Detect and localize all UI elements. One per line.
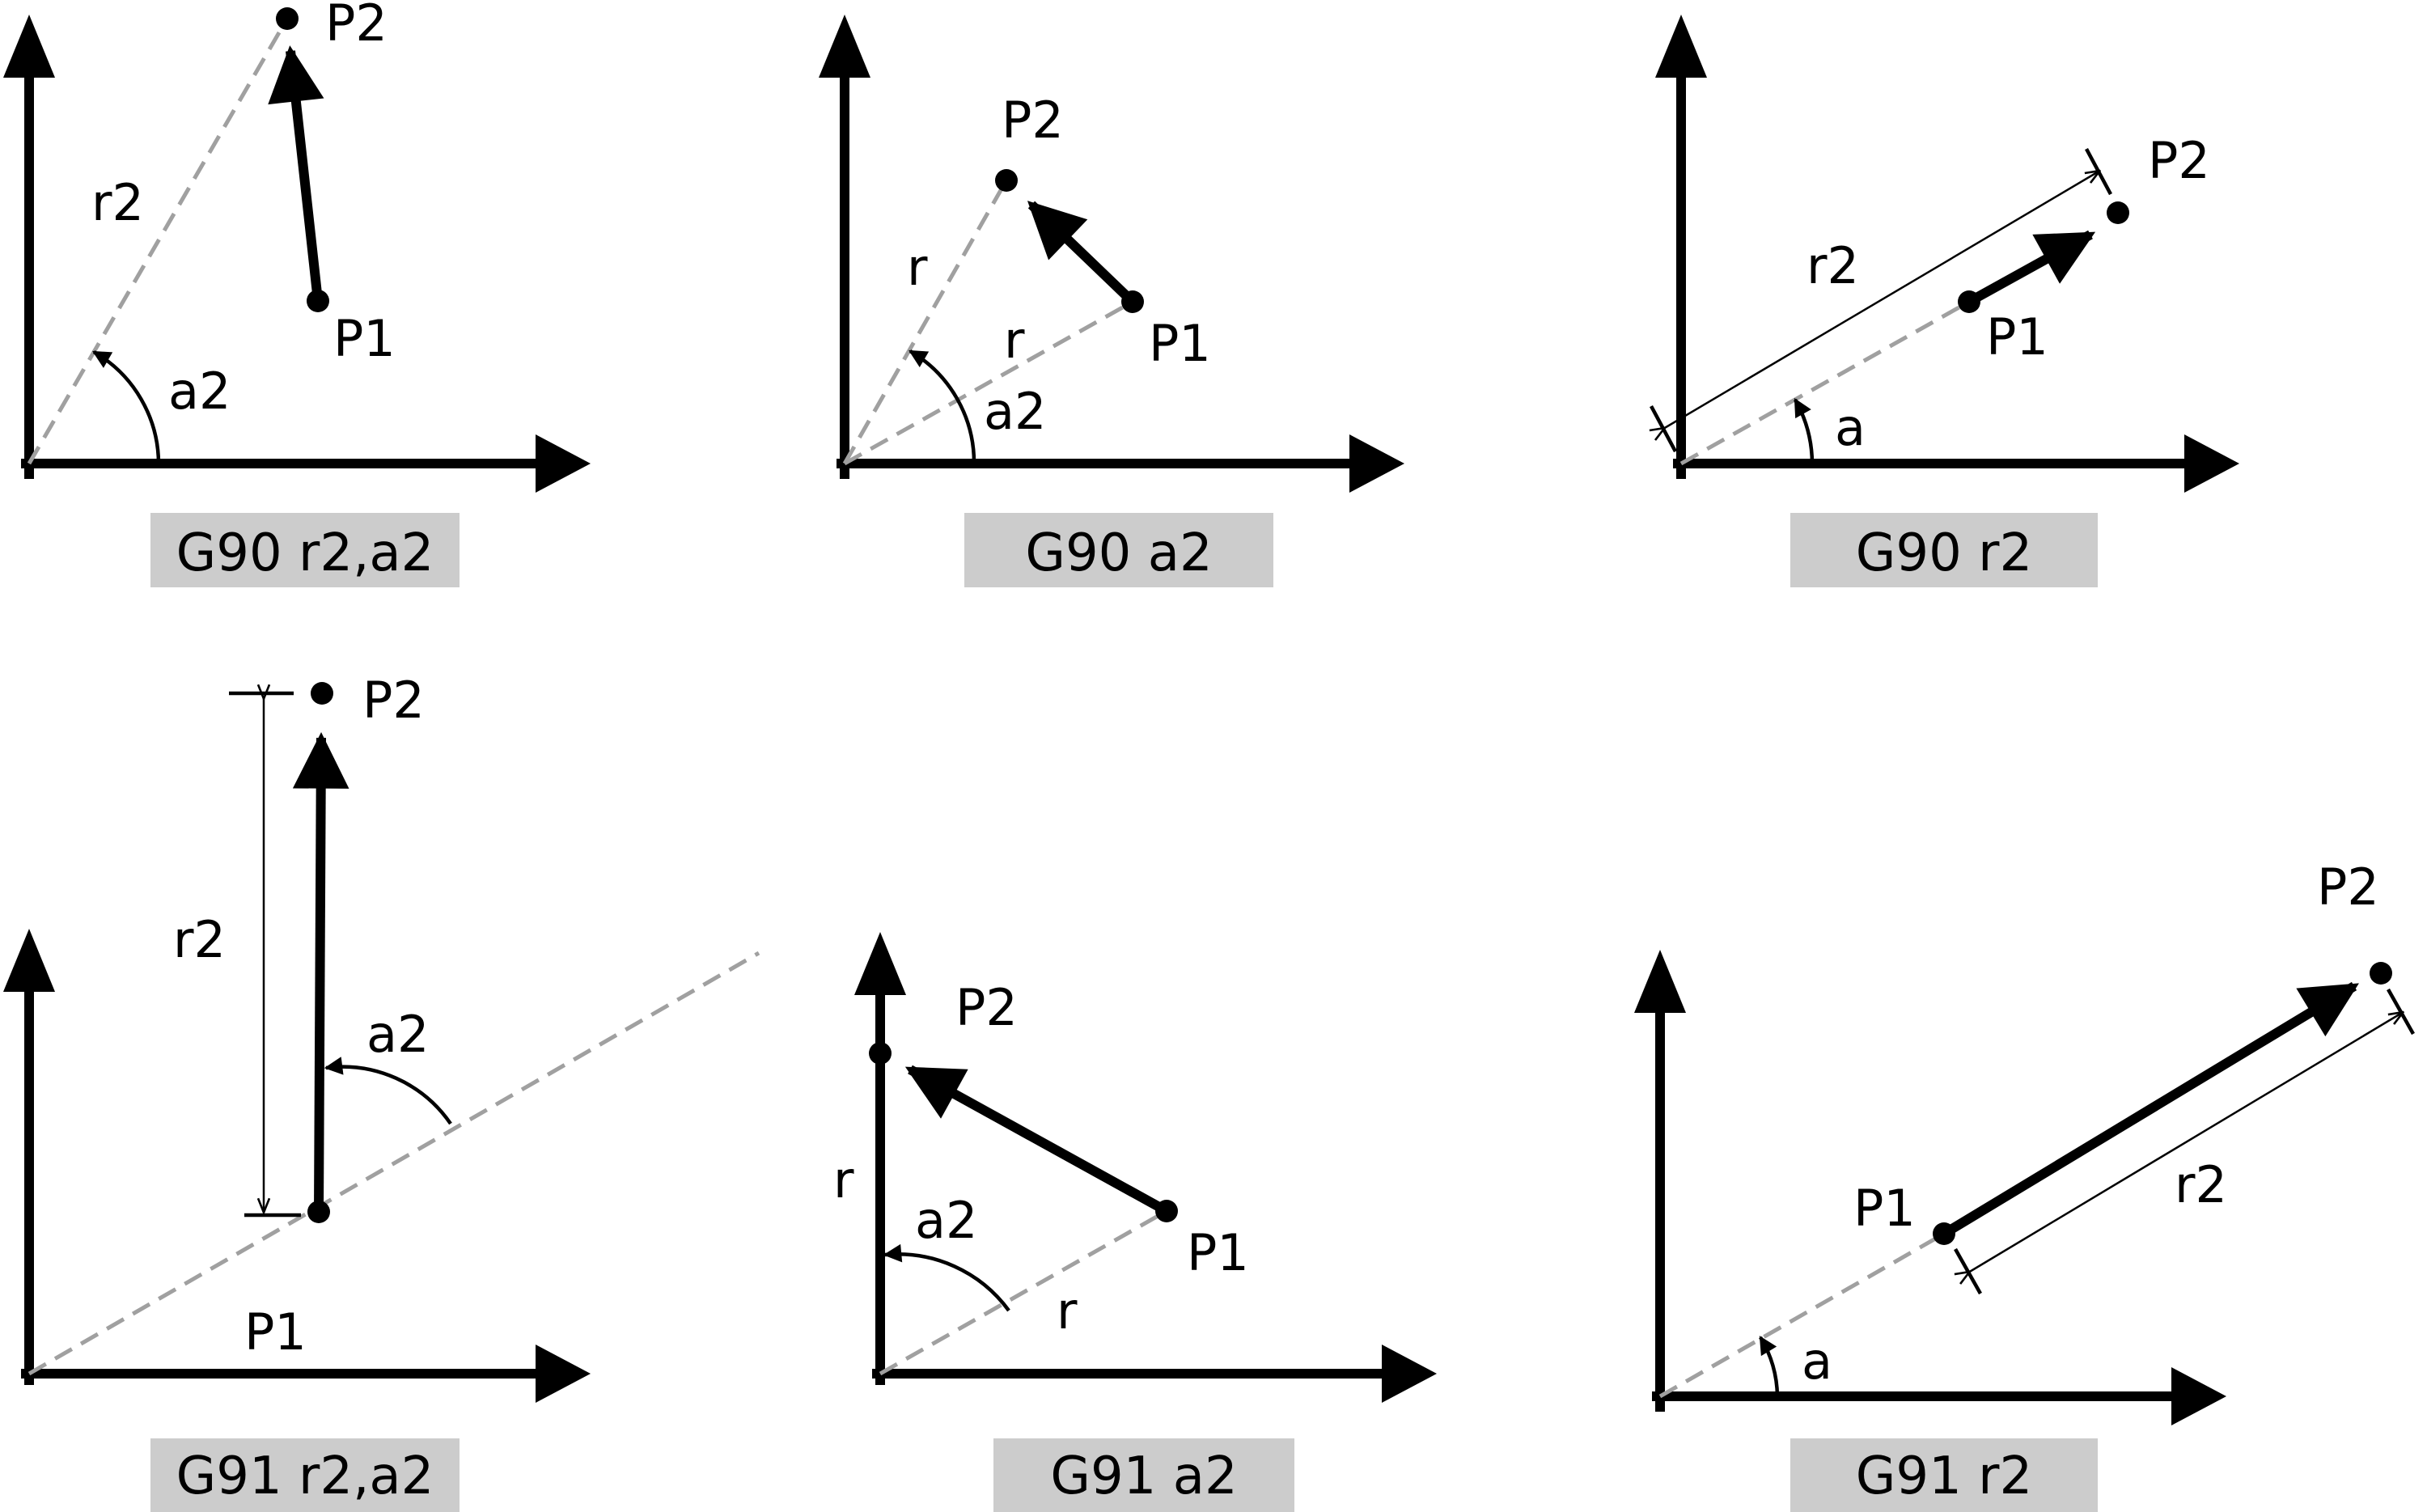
y-axis-arrowhead xyxy=(854,932,906,995)
caption-label: G90 r2 xyxy=(1856,523,2032,583)
panel-g90-r2-a2: P2 P1 r2 a2 G90 r2,a2 xyxy=(3,0,591,587)
caption-box xyxy=(150,513,460,587)
y-axis-arrowhead xyxy=(3,15,55,78)
caption-box xyxy=(150,1438,460,1512)
radius-label: r2 xyxy=(2175,1155,2227,1214)
radius-label-diagonal: r xyxy=(1057,1281,1078,1340)
motion-vector xyxy=(1027,201,1137,306)
angle-arc xyxy=(1794,398,1815,464)
angle-label: a2 xyxy=(168,362,231,421)
p2-label: P2 xyxy=(2317,858,2379,917)
p2-label: P2 xyxy=(1002,91,1064,150)
caption-box xyxy=(993,1438,1294,1512)
p1-label: P1 xyxy=(1187,1223,1249,1282)
p2-point xyxy=(2107,201,2129,224)
radius-label: r2 xyxy=(1806,236,1859,295)
caption-box xyxy=(1790,1438,2098,1512)
angle-arc xyxy=(883,1243,1010,1312)
p1-label: P1 xyxy=(1986,307,2048,366)
x-axis-arrowhead xyxy=(536,1345,591,1403)
p2-point xyxy=(276,7,299,30)
p1-point xyxy=(307,1201,330,1223)
p1-point xyxy=(1155,1200,1178,1222)
x-axis-arrowhead xyxy=(1349,434,1404,493)
panel-g91-r2-a2: P2 r2 a2 P1 G91 r2,a2 xyxy=(3,671,760,1512)
p2-label: P2 xyxy=(2148,131,2210,190)
angle-arc xyxy=(324,1057,452,1125)
radius-construction-line-p2 xyxy=(842,179,1009,465)
motion-vector xyxy=(268,45,324,302)
angle-label: a xyxy=(1802,1332,1832,1391)
motion-vector xyxy=(1967,230,2096,307)
y-axis-arrowhead xyxy=(819,15,870,78)
x-axis-arrowhead xyxy=(2171,1367,2226,1425)
angle-arc xyxy=(909,349,976,464)
p1-label: P1 xyxy=(333,309,396,368)
p1-label: P1 xyxy=(1853,1179,1916,1238)
radius-construction-line xyxy=(1658,1231,1946,1399)
caption-label: G90 r2,a2 xyxy=(176,523,434,583)
panel-g90-r2: P2 P1 r2 a G90 r2 xyxy=(1651,15,2239,587)
radius-label: r2 xyxy=(91,173,144,232)
angle-label: a2 xyxy=(984,382,1046,441)
motion-vector xyxy=(292,732,349,1213)
radius-dimension-line xyxy=(1663,172,2099,429)
p2-label: P2 xyxy=(955,978,1018,1037)
reference-direction-line xyxy=(28,951,760,1376)
radius-label-p2: r xyxy=(907,238,928,297)
motion-vector xyxy=(1941,981,2359,1239)
radius-construction-line xyxy=(879,1209,1168,1376)
p2-point xyxy=(2370,962,2392,985)
p2-point xyxy=(311,682,333,705)
p1-axis-label: P1 xyxy=(244,1302,307,1362)
x-axis-arrowhead xyxy=(1382,1345,1437,1403)
panel-g91-r2: P2 P1 r2 a G91 r2 xyxy=(1634,858,2415,1512)
p2-point xyxy=(995,169,1018,192)
radius-construction-line xyxy=(1679,299,1971,466)
caption-label: G90 a2 xyxy=(1025,523,1212,583)
caption-box xyxy=(964,513,1273,587)
motion-vector xyxy=(904,1065,1169,1216)
dimension-tick-start xyxy=(1954,1247,1982,1295)
y-axis-arrowhead xyxy=(1655,15,1707,78)
radius-label-p1: r xyxy=(1004,311,1025,370)
y-axis-arrowhead xyxy=(1634,950,1686,1013)
angle-label: a xyxy=(1835,398,1866,457)
x-axis-arrowhead xyxy=(536,434,591,493)
x-axis-arrowhead xyxy=(2184,434,2239,493)
radius-construction-line-p1 xyxy=(843,299,1134,466)
radius-construction-line xyxy=(27,17,290,465)
p2-label: P2 xyxy=(362,671,425,730)
panel-g90-a2: P2 P1 r r a2 G90 a2 xyxy=(819,15,1404,587)
p1-point xyxy=(1121,290,1144,313)
y-axis-arrowhead xyxy=(3,929,55,992)
radius-label-vertical: r xyxy=(833,1150,854,1209)
p2-label: P2 xyxy=(325,0,388,53)
p1-point xyxy=(1958,290,1980,313)
p1-point xyxy=(307,290,329,312)
angle-arc xyxy=(1759,1336,1780,1397)
p1-point xyxy=(1933,1222,1955,1245)
dimension-tick-end xyxy=(2387,988,2415,1036)
radius-dimension-line xyxy=(1968,1013,2402,1273)
angle-arc xyxy=(92,350,161,464)
p2-point xyxy=(869,1042,892,1065)
angle-label: a2 xyxy=(366,1005,429,1064)
caption-box xyxy=(1790,513,2098,587)
caption-label: G91 r2 xyxy=(1856,1446,2032,1506)
p1-label: P1 xyxy=(1149,314,1211,373)
caption-label: G91 r2,a2 xyxy=(176,1446,434,1506)
radius-label: r2 xyxy=(173,910,226,969)
angle-label: a2 xyxy=(915,1191,977,1250)
panel-g91-a2: P2 P1 r r a2 G91 a2 xyxy=(833,932,1437,1512)
caption-label: G91 a2 xyxy=(1050,1446,1237,1506)
